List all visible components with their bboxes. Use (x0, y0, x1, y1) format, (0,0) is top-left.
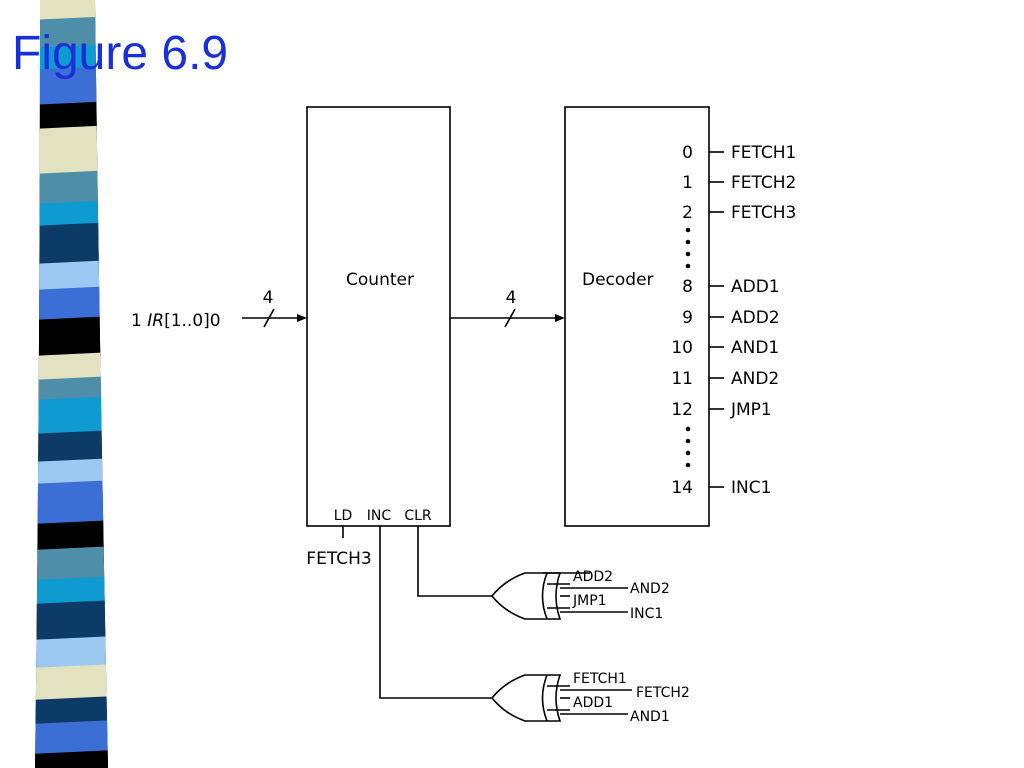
stripe-band (35, 696, 108, 728)
decoder-output-index: 2 (682, 203, 693, 223)
stripe-band (35, 44, 108, 74)
counter-pin-ld: LD (334, 508, 353, 524)
stripe-band (35, 101, 108, 133)
ellipsis-dot (685, 227, 691, 233)
stripe-band (35, 125, 108, 178)
stripe-band (35, 66, 108, 109)
decoder-output-index: 0 (682, 143, 693, 163)
input-label: 1 IR[1..0]0 (131, 311, 221, 331)
decoder-label: Decoder (582, 270, 654, 290)
clr-wire (417, 526, 492, 597)
stripe-band (35, 200, 108, 230)
decoder-output-signal: AND1 (731, 338, 779, 358)
decoder-output-signal: FETCH1 (731, 143, 796, 163)
decoder-output-index: 14 (671, 478, 693, 498)
stripe-band (35, 222, 108, 268)
stripe-band (35, 170, 108, 208)
decoder-outputs: 0 FETCH1 1 FETCH2 2 FETCH3 8 ADD1 9 ADD2 10 AND1 11 A… (671, 143, 796, 498)
ellipsis-dot (685, 426, 691, 432)
ellipsis-dot (685, 239, 691, 245)
decoder-output-signal: ADD2 (731, 308, 780, 328)
stripe-band (35, 750, 108, 768)
ld-signal-label: FETCH3 (306, 549, 371, 569)
bus-width: 4 (506, 288, 517, 308)
stripe-band (35, 286, 108, 324)
stripe-band (35, 546, 108, 584)
stripe-band (35, 260, 108, 294)
stripe-band (35, 458, 108, 488)
input-bus-slash (263, 308, 275, 328)
stripe-band (35, 664, 108, 704)
or-gate-clr (490, 572, 562, 620)
stripe-band (35, 480, 108, 528)
stripe-band (35, 316, 108, 360)
or-clr-input-label: ADD2 (573, 569, 613, 585)
ellipsis-dot (685, 263, 691, 269)
input-bus-width: 4 (263, 288, 274, 308)
decoder-output-index: 1 (682, 173, 693, 193)
or-gate-clr-back (541, 572, 548, 620)
counter-pin-inc: INC (367, 508, 392, 524)
slide-title: Figure 6.9 (12, 27, 229, 80)
or-gate-inc (490, 674, 562, 722)
decoder-output-index: 9 (682, 308, 693, 328)
counter-pin-clr: CLR (404, 508, 432, 524)
ellipsis-dot (685, 450, 691, 456)
decoder-output-index: 12 (671, 400, 693, 420)
decoder-output-signal: FETCH3 (731, 203, 796, 223)
stripe-band (35, 16, 108, 52)
inc-wire (379, 526, 492, 699)
decoder-output-index: 10 (671, 338, 693, 358)
decoder-output-signal: INC1 (731, 478, 771, 498)
decoder-output-signal: ADD1 (731, 277, 780, 297)
decoder-output-signal: FETCH2 (731, 173, 796, 193)
or-clr-input-label: AND2 (630, 581, 670, 597)
bus-arrowhead (555, 314, 565, 322)
or-inc-input-label: AND1 (630, 709, 670, 725)
or-inc-input-label: FETCH1 (573, 671, 627, 687)
stripe-band (35, 352, 108, 384)
counter-box (306, 106, 451, 527)
stripe-band (35, 576, 108, 608)
decoder-output-signal: JMP1 (730, 400, 772, 420)
stripe-band (35, 396, 108, 438)
decoder-output-signal: AND2 (731, 369, 779, 389)
ellipsis-upper (685, 227, 691, 269)
stripe-band (35, 720, 108, 758)
or-gate-inc-back (541, 674, 548, 722)
input-bus-arrowhead (297, 314, 307, 322)
or-clr-input-label: JMP1 (572, 593, 607, 609)
decorative-stripe (35, 0, 108, 768)
stripe-band (35, 520, 108, 554)
stripe-band (35, 636, 108, 672)
stripe-band (35, 600, 108, 644)
decoder-output-index: 11 (671, 369, 693, 389)
bus-slash (504, 308, 516, 328)
ellipsis-dot (685, 438, 691, 444)
ellipsis-lower (685, 426, 691, 468)
counter-label: Counter (346, 270, 414, 290)
decoder-output-index: 8 (682, 277, 693, 297)
ellipsis-dot (685, 462, 691, 468)
or-inc-input-label: FETCH2 (636, 685, 690, 701)
stripe-band (35, 430, 108, 466)
or-clr-input-label: INC1 (630, 606, 663, 622)
ellipsis-dot (685, 251, 691, 257)
or-inc-input-label: ADD1 (573, 695, 613, 711)
